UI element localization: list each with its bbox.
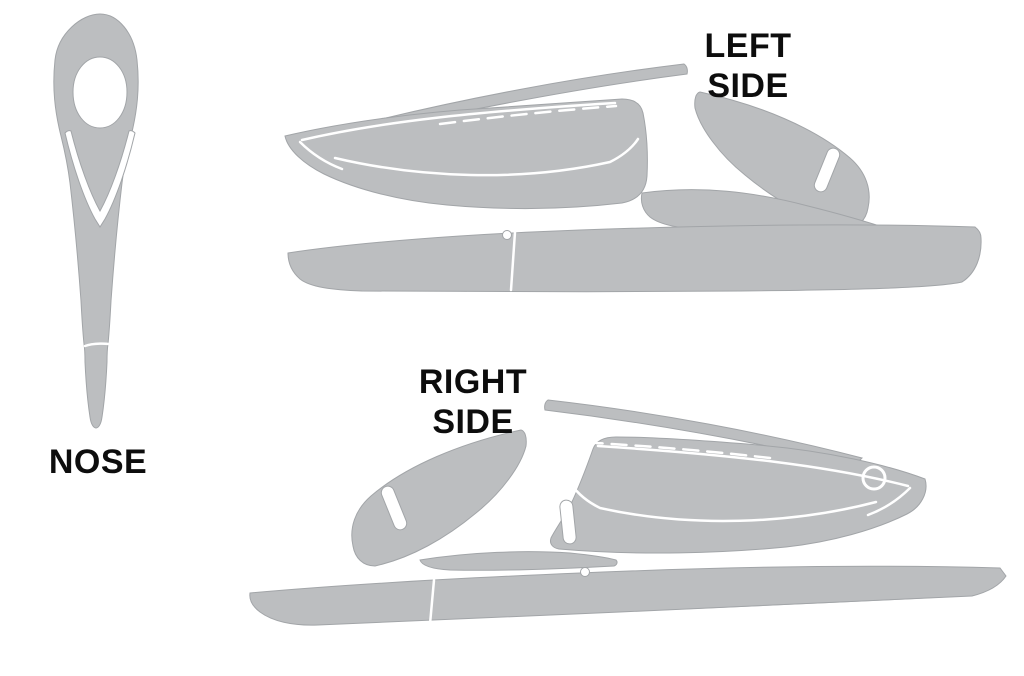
- right-deck-piece: [550, 436, 927, 554]
- left-hull-seam-line: [509, 230, 517, 292]
- nose-label: NOSE: [28, 442, 168, 482]
- left-side-label-line1: LEFT: [704, 27, 792, 65]
- right-rear-panel-piece: [351, 429, 527, 567]
- right-hull-notch-cutout: [580, 567, 590, 577]
- left-deck-dashed-cutline: [438, 104, 618, 126]
- right-deck-front-seam-line: [866, 486, 912, 517]
- right-lower-panel-piece: [419, 551, 618, 571]
- right-hull-seam-line: [428, 578, 436, 626]
- nose-hood-opening-cutout: [72, 56, 128, 129]
- right-deck-dashed-cutline: [594, 441, 772, 460]
- right-side-label: RIGHT SIDE: [393, 362, 553, 442]
- nose-label-text: NOSE: [48, 443, 148, 481]
- right-deck-fuel-cap-cutline: [861, 465, 887, 491]
- left-side-group: [284, 63, 982, 293]
- right-hull-strip-piece: [249, 565, 1007, 626]
- left-deck-top-seam-line: [300, 101, 617, 142]
- nose-v-seam-cutout: [64, 130, 136, 228]
- right-deck-mid-seam-line: [570, 483, 878, 523]
- nose-piece-group: [53, 13, 139, 429]
- right-deck-top-seam-line: [596, 444, 910, 488]
- left-hull-notch-cutout: [502, 230, 512, 240]
- right-side-label-line1: RIGHT: [418, 363, 528, 401]
- right-deck-slot-cutout: [559, 499, 577, 545]
- right-side-label-line2: SIDE: [432, 403, 514, 442]
- left-side-label: LEFT SIDE: [668, 26, 828, 106]
- right-rear-panel-slot-cutout: [380, 485, 408, 531]
- left-deck-mid-seam-line: [333, 137, 640, 177]
- right-side-group: [249, 399, 1007, 626]
- left-deck-front-seam-line: [298, 140, 344, 171]
- left-side-label-line2: SIDE: [707, 67, 789, 106]
- left-hull-strip-piece: [287, 224, 982, 293]
- left-rear-panel-slot-cutout: [813, 147, 841, 193]
- nose-stem-seam-line: [83, 342, 117, 348]
